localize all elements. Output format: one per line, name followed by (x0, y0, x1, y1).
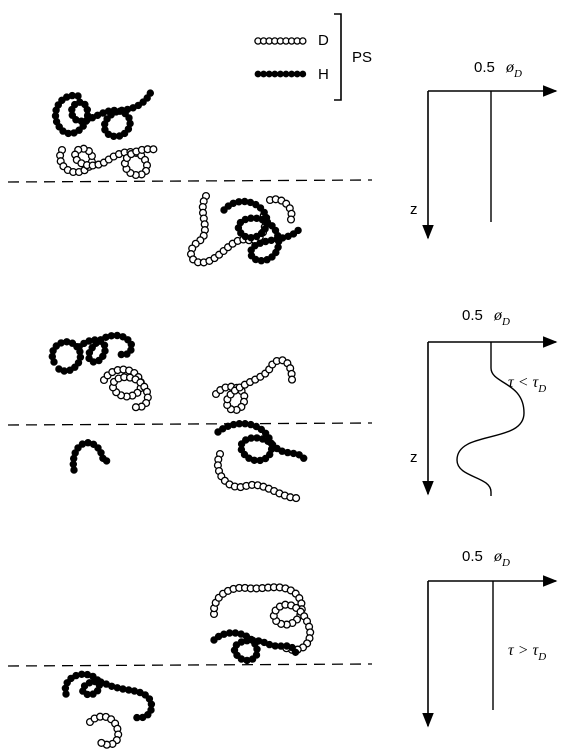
depth-label-2: z (410, 449, 418, 466)
legend-h-beads (254, 70, 307, 78)
coil3-deuterated-chain (99, 365, 152, 412)
legend: D H PS (254, 13, 372, 101)
concentration-profile-2 (456, 342, 525, 496)
legend-d-label: D (318, 32, 329, 49)
legend-bracket (334, 13, 342, 101)
coil4-hydrogenated-chain (214, 420, 308, 465)
coil2-deuterated-tail (265, 195, 296, 224)
tick-label-2: 0.5 (462, 307, 483, 324)
phi-label-2: øD (493, 307, 510, 328)
interface-line-2 (7, 422, 373, 426)
tick-label-1: 0.5 (474, 59, 495, 76)
profile-plot-2: 0.5 øD z τ < τD (410, 307, 558, 496)
coil3-hydrogenated-chain (48, 331, 136, 375)
interface-line-1 (7, 179, 373, 183)
legend-d-beads (254, 37, 307, 45)
phi-label-3: øD (493, 548, 510, 569)
polymer-chains (48, 89, 315, 749)
legend-hydrogenated-chain-icon (254, 70, 307, 78)
coil1-deuterated-chain (56, 144, 158, 180)
coil6-deuterated-tail (85, 712, 123, 749)
coil5-hydrogenated-chain (210, 629, 300, 665)
legend-group-label: PS (352, 49, 372, 66)
depth-label-1: z (410, 201, 418, 218)
coil4-deuterated-chain (211, 356, 297, 414)
coil3-hydrogenated-tail (69, 439, 111, 474)
coil6-hydrogenated-chain (61, 670, 156, 722)
condition-label-3: τ > τD (508, 642, 546, 663)
condition-label-2: τ < τD (508, 374, 546, 395)
tick-label-3: 0.5 (462, 548, 483, 565)
legend-deuterated-chain-icon (254, 37, 307, 45)
coil2-hydrogenated-chain (220, 197, 302, 265)
phi-label-1: øD (505, 59, 522, 80)
coil1-hydrogenated-chain (51, 89, 155, 141)
coil4-deuterated-tail (213, 449, 301, 503)
interface-line-3 (7, 663, 373, 667)
legend-h-label: H (318, 66, 329, 83)
profile-plot-3: 0.5 øD τ > τD (422, 548, 558, 728)
profile-plot-1: 0.5 øD z (410, 59, 558, 240)
